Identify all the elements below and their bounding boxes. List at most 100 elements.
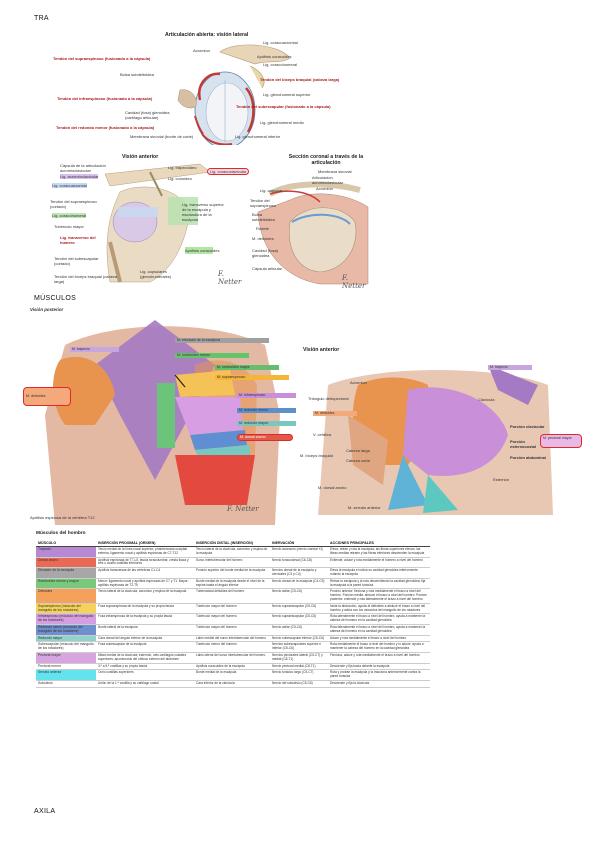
label-porcion-clavicular: Porción clavicular (510, 424, 545, 429)
cell-inervacion: Nervio supraescapular (C5-C6) (270, 603, 328, 615)
label-lig-acromioclavicular: Lig. acromioclavicular (60, 174, 99, 179)
cell-inervacion: Nervios subescapulares superior e inferi… (270, 641, 328, 653)
label-porcion-esternocostal: Porción esternocostal (510, 439, 537, 449)
cell-insercion-proximal: Mitad medial de la clavícula; esternón, … (96, 652, 194, 664)
label-lig-coracohumeral: Lig. coracohumeral (263, 62, 298, 67)
cell-insercion-proximal: Menor: ligamento nucal y apófisis espino… (96, 578, 194, 590)
cell-inervacion: Nervios dorsal de la escápula y cervical… (270, 567, 328, 579)
cell-musculo: Elevador de la escápula (36, 567, 96, 579)
cell-musculo: Supraespinoso (músculo del manguito de l… (36, 603, 96, 615)
coronal-section-illustration (257, 181, 369, 285)
table-header-row: MÚSCULO INSERCIÓN PROXIMAL (ORIGEN) INSE… (36, 540, 430, 547)
label-porcion-abdominal: Porción abdominal (510, 455, 547, 460)
cell-insercion-distal: Tubérculo menor del húmero (194, 641, 270, 653)
cell-musculo: Dorsal ancho (36, 557, 96, 569)
cell-inervacion: Nervio del subclavio (C5-C6) (270, 680, 328, 688)
table-row: Supraespinoso (músculo del manguito de l… (36, 603, 430, 615)
signature-anterior-joint: F. Netter (218, 270, 242, 286)
cell-insercion-distal: Tercio lateral de la clavícula, acromion… (194, 546, 270, 558)
heading-axila: AXILA (34, 808, 56, 815)
lateral-joint-title: Articulación abierta: visión lateral (165, 32, 249, 38)
box-redondo-mayor: M. redondo mayor (237, 421, 296, 426)
label-cavidad-glenoidea-cor: Cavidad (fosa) glenoidea (252, 248, 279, 258)
cell-insercion-proximal: Borde lateral de la escápula (96, 624, 194, 636)
box-dorsal-ancho: M. dorsal ancho (237, 434, 293, 441)
label-bolsa-subdeltoidea: Bolsa subdeltoidea (120, 72, 154, 77)
box-pectoral-mayor: M. pectoral mayor (540, 434, 582, 448)
cell-insercion-proximal: Cara dorsal del ángulo inferior de la es… (96, 635, 194, 643)
label-lig-coracoacromial: Lig. coracoacromial (263, 40, 298, 45)
label-lig-capsulares: Lig. capsulares (glenohumerales) (140, 269, 172, 279)
box-elevador-escapula: M. elevador de la escápula (175, 338, 269, 343)
cell-insercion-proximal: Apófisis transversas de las vértebras C1… (96, 567, 194, 579)
cell-acciones: Extiende, aduce y rota medialmente el hú… (328, 557, 430, 569)
cell-insercion-distal: Porción superior del borde medial de la … (194, 567, 270, 579)
cell-acciones: Rota y protrae la escápula y la traccion… (328, 669, 430, 681)
anterior-muscles-title: Visión anterior (303, 347, 340, 353)
cell-inervacion: Nervio dorsal de la escápula (C4-C5) (270, 578, 328, 590)
label-tendon-supraespinoso-cor: Tendón del supraespinoso (250, 198, 277, 208)
cell-insercion-distal: Tuberosidad deltoidea del húmero (194, 588, 270, 604)
label-tendon-infraespinoso: Tendón del infraespinoso (fusionado a la… (57, 96, 153, 101)
cell-musculo: Redondo mayor (36, 635, 96, 643)
anterior-illustration (318, 365, 553, 515)
col-header-musculo: MÚSCULO (36, 540, 96, 547)
cell-acciones: Inicia la abducción, ayuda al deltoides … (328, 603, 430, 615)
muscle-table: MÚSCULO INSERCIÓN PROXIMAL (ORIGEN) INSE… (36, 540, 430, 688)
box-infraespinoso: M. infraespinoso (237, 393, 296, 398)
lateral-joint-figure: Articulación abierta: visión lateral Lig… (50, 30, 370, 145)
cell-inervacion: Nervio axilar (C5-C6) (270, 624, 328, 636)
cell-inervacion: Nervios pectorales lateral (C5-C7) y med… (270, 652, 328, 664)
cell-musculo: Subescapular (músculo del manguito de lo… (36, 641, 96, 653)
label-tendon-supraespinoso-cortado: Tendón del supraespinoso (cortado) (50, 199, 97, 209)
label-biceps-braquial: M. bíceps braquial (300, 453, 333, 458)
cell-insercion-proximal: Unión de la 1.ª costilla y su cartílago … (96, 680, 194, 688)
cell-insercion-proximal: Tercio lateral de la clavícula, acromion… (96, 588, 194, 604)
cell-insercion-distal: Surco intertubercular del húmero (194, 557, 270, 569)
cell-acciones: Rota medialmente el brazo a nivel del ho… (328, 641, 430, 653)
cell-insercion-proximal: Fosa supraespinosa de la escápula y su p… (96, 603, 194, 615)
posterior-title: Visión posterior (30, 307, 64, 312)
col-header-inervacion: INERVACIÓN (270, 540, 328, 547)
label-cabeza-larga: Cabeza larga (346, 448, 370, 453)
cell-insercion-distal: Tubérculo mayor del húmero (194, 603, 270, 615)
label-lig-glenohumeral-inferior: Lig. glenohumeral inferior (235, 134, 281, 139)
label-lig-conoideo: Lig. conoideo (168, 176, 192, 181)
label-capsula-articular: Cápsula articular (252, 266, 283, 271)
label-cavidad-glenoidea: Cavidad (fosa) glenoidea (cartílago arti… (125, 110, 170, 120)
cell-insercion-distal: Borde medial de la escápula (194, 669, 270, 681)
label-tendon-biceps: Tendón del bíceps braquial (cabeza larga… (260, 77, 340, 82)
cell-acciones: Rota lateralmente el brazo a nivel del h… (328, 613, 430, 625)
label-tendon-subescapular: Tendón del subescapular (fusionado a la … (236, 104, 331, 109)
signature-coronal: F. Netter (342, 274, 366, 290)
cell-musculo: Trapecio (36, 546, 96, 558)
label-articulacion-acromioclavicular: Articulación acromioclavicular (312, 175, 343, 185)
cell-acciones: Desciende y fija hacia delante la escápu… (328, 663, 430, 671)
label-capsula-acromioclavicular: Cápsula de la articulación acromioclavic… (60, 163, 106, 173)
label-acromion-ant: Acromion (350, 380, 367, 385)
label-apofisis-coracoides: Apófisis coracoides (257, 54, 292, 59)
label-apofisis-coracoides-ant: Apófisis coracoides (185, 248, 220, 253)
box-deltoides-anterior: M. deltoides (313, 411, 357, 416)
label-rodete: Rodete (256, 226, 269, 231)
cell-musculo: Serrato anterior (36, 669, 96, 681)
label-serrato-anterior: M. serrato anterior (348, 505, 381, 510)
cell-musculo: Infraespinoso (músculo del manguito de l… (36, 613, 96, 625)
cell-insercion-proximal: Fosa subescapular de la escápula (96, 641, 194, 653)
cell-insercion-distal: Tubérculo mayor del húmero (194, 624, 270, 636)
anterior-joint-title: Visión anterior (122, 154, 159, 160)
cell-insercion-distal: Apófisis coracoides de la escápula (194, 663, 270, 671)
label-apofisis-espinosa-t12: Apófisis espinosa de la vértebra T12 (30, 515, 95, 520)
anterior-joint-illustration (104, 163, 213, 283)
cell-inervacion: Nervio accesorio (nervio craneal XI) (270, 546, 328, 558)
label-m-deltoides-cor: M. deltoides (252, 236, 274, 241)
label-acromion: Acromion (193, 48, 210, 53)
label-tendon-biceps-ant: Tendón del bíceps braquial (cabeza larga… (54, 274, 118, 284)
